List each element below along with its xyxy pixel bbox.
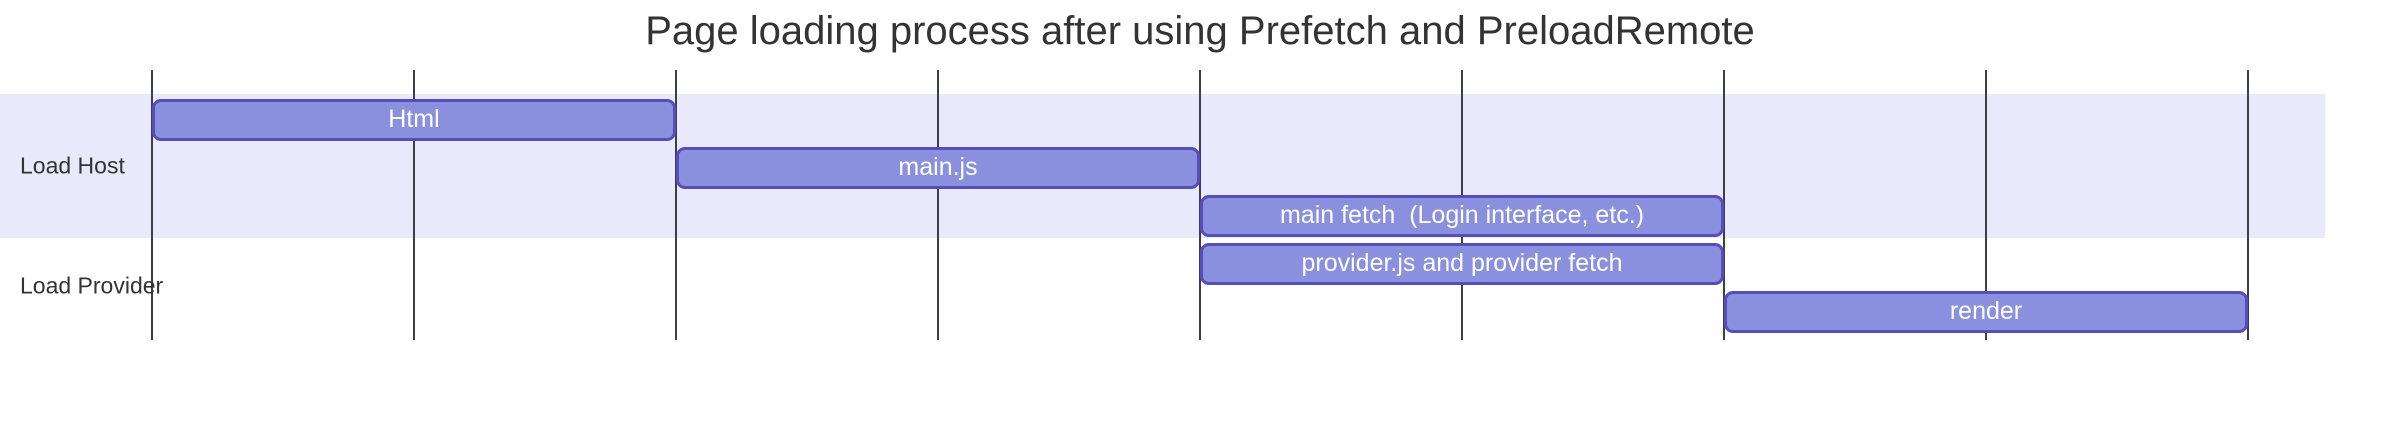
gantt-task-label: main fetch (Login interface, etc.) (1279, 200, 1645, 229)
gantt-grid-line (1723, 70, 1725, 340)
section-label: Load Provider (20, 272, 164, 299)
chart-title: Page loading process after using Prefetc… (645, 9, 1755, 53)
gantt-task-bar: render (1724, 291, 2248, 333)
gantt-task-bar: main fetch (Login interface, etc.) (1200, 195, 1724, 237)
gantt-grid-line (151, 70, 153, 340)
gantt-task-label: Html (388, 104, 440, 133)
gantt-grid-line (413, 70, 415, 340)
gantt-grid-line (937, 70, 939, 340)
gantt-task-bar: provider.js and provider fetch (1200, 243, 1724, 285)
gantt-task-bar: main.js (676, 147, 1200, 189)
gantt-task-bar: Html (152, 99, 676, 141)
gantt-grid-line (2247, 70, 2249, 340)
gantt-grid-line (675, 70, 677, 340)
gantt-task-label: provider.js and provider fetch (1301, 248, 1623, 277)
gantt-task-label: render (1949, 296, 2023, 325)
section-label: Load Host (20, 152, 125, 179)
gantt-grid-line (1985, 70, 1987, 340)
gantt-task-label: main.js (898, 152, 978, 181)
